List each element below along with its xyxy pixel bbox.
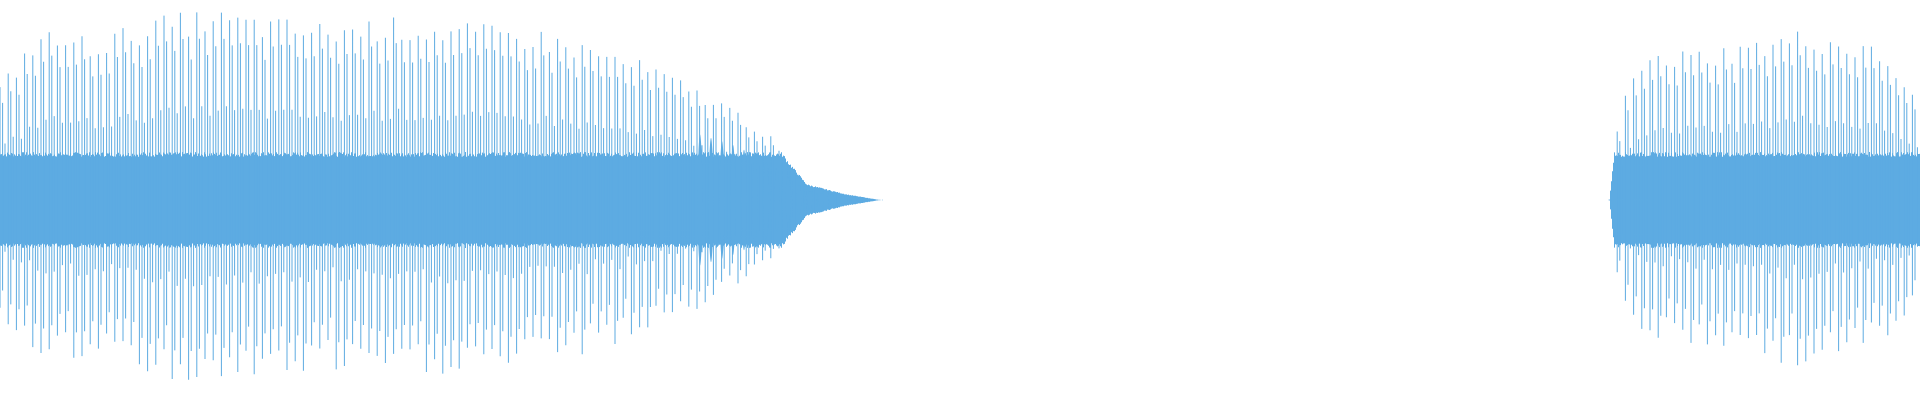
waveform-segment-1 xyxy=(0,12,883,380)
waveform-decay-tail xyxy=(697,134,868,266)
waveform-peaks xyxy=(1608,31,1918,366)
waveform-segment-2 xyxy=(1608,31,1920,366)
